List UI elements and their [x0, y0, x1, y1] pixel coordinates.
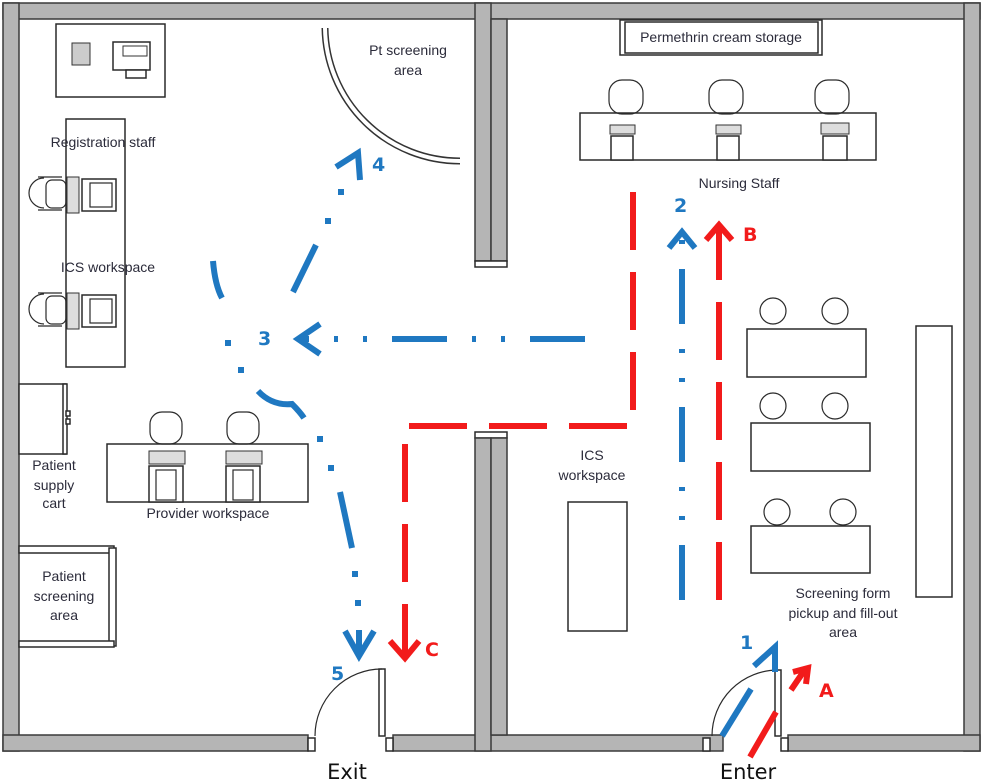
wall-left: [2, 2, 20, 752]
enter-door-jamb-right: [780, 737, 789, 752]
patient-screening-area-label-2: screening: [34, 588, 95, 604]
marker-1: 1: [740, 632, 753, 654]
wall-partition-lower-b: [490, 437, 508, 736]
marker-b: B: [743, 224, 757, 246]
marker-5: 5: [331, 663, 344, 685]
ics-workspace-right-label-1: ICS: [580, 447, 603, 463]
blue-path-curve-b: [255, 388, 307, 420]
patient-path-blue: [210, 147, 778, 738]
exit-door-swing-arc: [314, 668, 383, 737]
patient-supply-cart: [18, 383, 71, 455]
ics-workspace-left-label: ICS workspace: [61, 259, 155, 275]
patient-screening-area: [18, 545, 117, 648]
wall-right: [963, 2, 981, 752]
marker-4: 4: [372, 154, 385, 176]
exit-door-jamb-right: [385, 737, 394, 752]
wall-partition-lower-a: [474, 437, 492, 752]
blue-path-up-segment: [290, 243, 319, 294]
ics-workspace-right-label-2: workspace: [558, 467, 626, 483]
pt-screening-curtain: [321, 27, 461, 165]
blue-path-entry: [719, 687, 754, 738]
marker-3: 3: [258, 328, 271, 350]
red-arrow-b: [703, 220, 735, 242]
red-arrow-a: [788, 663, 812, 692]
screening-form-label-3: area: [829, 624, 857, 640]
blue-arrow-3: [292, 321, 322, 357]
exit-door-jamb-left: [307, 737, 316, 752]
staff-path-red: [387, 192, 812, 759]
provider-workspace-label: Provider workspace: [147, 505, 270, 521]
exit-door[interactable]: [314, 668, 386, 737]
permethrin-storage-label: Permethrin cream storage: [640, 29, 802, 45]
wall-bottom-right: [787, 734, 981, 752]
patient-supply-cart-label-2: supply: [34, 477, 74, 493]
wall-partition-lower-cap: [474, 431, 508, 439]
marker-2: 2: [674, 195, 687, 217]
ics-workspace-right-table: [567, 501, 628, 632]
blue-arrow-2: [666, 227, 698, 250]
nursing-staff-label: Nursing Staff: [699, 175, 780, 191]
pt-screening-area-label-2: area: [394, 62, 422, 78]
exit-label: Exit: [327, 760, 367, 784]
enter-door-swing-arc: [711, 669, 779, 737]
blue-arrow-4: [334, 147, 363, 181]
marker-a: A: [819, 680, 834, 702]
registration-staff-label: Registration staff: [51, 134, 156, 150]
screening-form-label-2: pickup and fill-out: [789, 605, 898, 621]
patient-screening-area-label-3: area: [50, 607, 78, 623]
walls: [2, 2, 981, 752]
blue-arrow-1: [751, 640, 778, 672]
permethrin-storage: [619, 19, 823, 56]
wall-bottom-left: [2, 734, 309, 752]
wall-partition-upper-a: [474, 2, 492, 262]
marker-c: C: [425, 639, 439, 661]
provider-desk: [106, 411, 309, 503]
patient-screening-area-label-1: Patient: [42, 568, 86, 584]
enter-door-jamb-left: [702, 737, 711, 752]
red-path-to-exit: [402, 192, 636, 655]
wall-partition-upper-cap: [474, 260, 508, 268]
screening-form-label-1: Screening form: [796, 585, 891, 601]
screening-tables: [746, 297, 871, 574]
printer-table: [55, 23, 166, 98]
patient-supply-cart-label-1: Patient: [32, 457, 76, 473]
red-path-segment: [747, 710, 779, 759]
blue-arrow-5: [342, 629, 377, 662]
nursing-desk: [579, 79, 877, 161]
wall-partition-upper-b: [490, 18, 508, 262]
blue-path-curve-a: [210, 260, 225, 300]
blue-path-down-segment: [337, 491, 355, 549]
counter-right: [915, 325, 953, 598]
red-arrow-c: [387, 639, 422, 663]
wall-bottom-middle: [392, 734, 724, 752]
enter-label: Enter: [720, 760, 777, 784]
fax-icon: [71, 42, 91, 66]
patient-supply-cart-label-3: cart: [42, 495, 65, 511]
exit-door-leaf: [378, 668, 386, 737]
registration-desk-top: [65, 118, 126, 368]
enter-door-leaf: [774, 669, 782, 737]
pt-screening-area-label-1: Pt screening: [369, 42, 447, 58]
registration-desk: [28, 118, 126, 368]
